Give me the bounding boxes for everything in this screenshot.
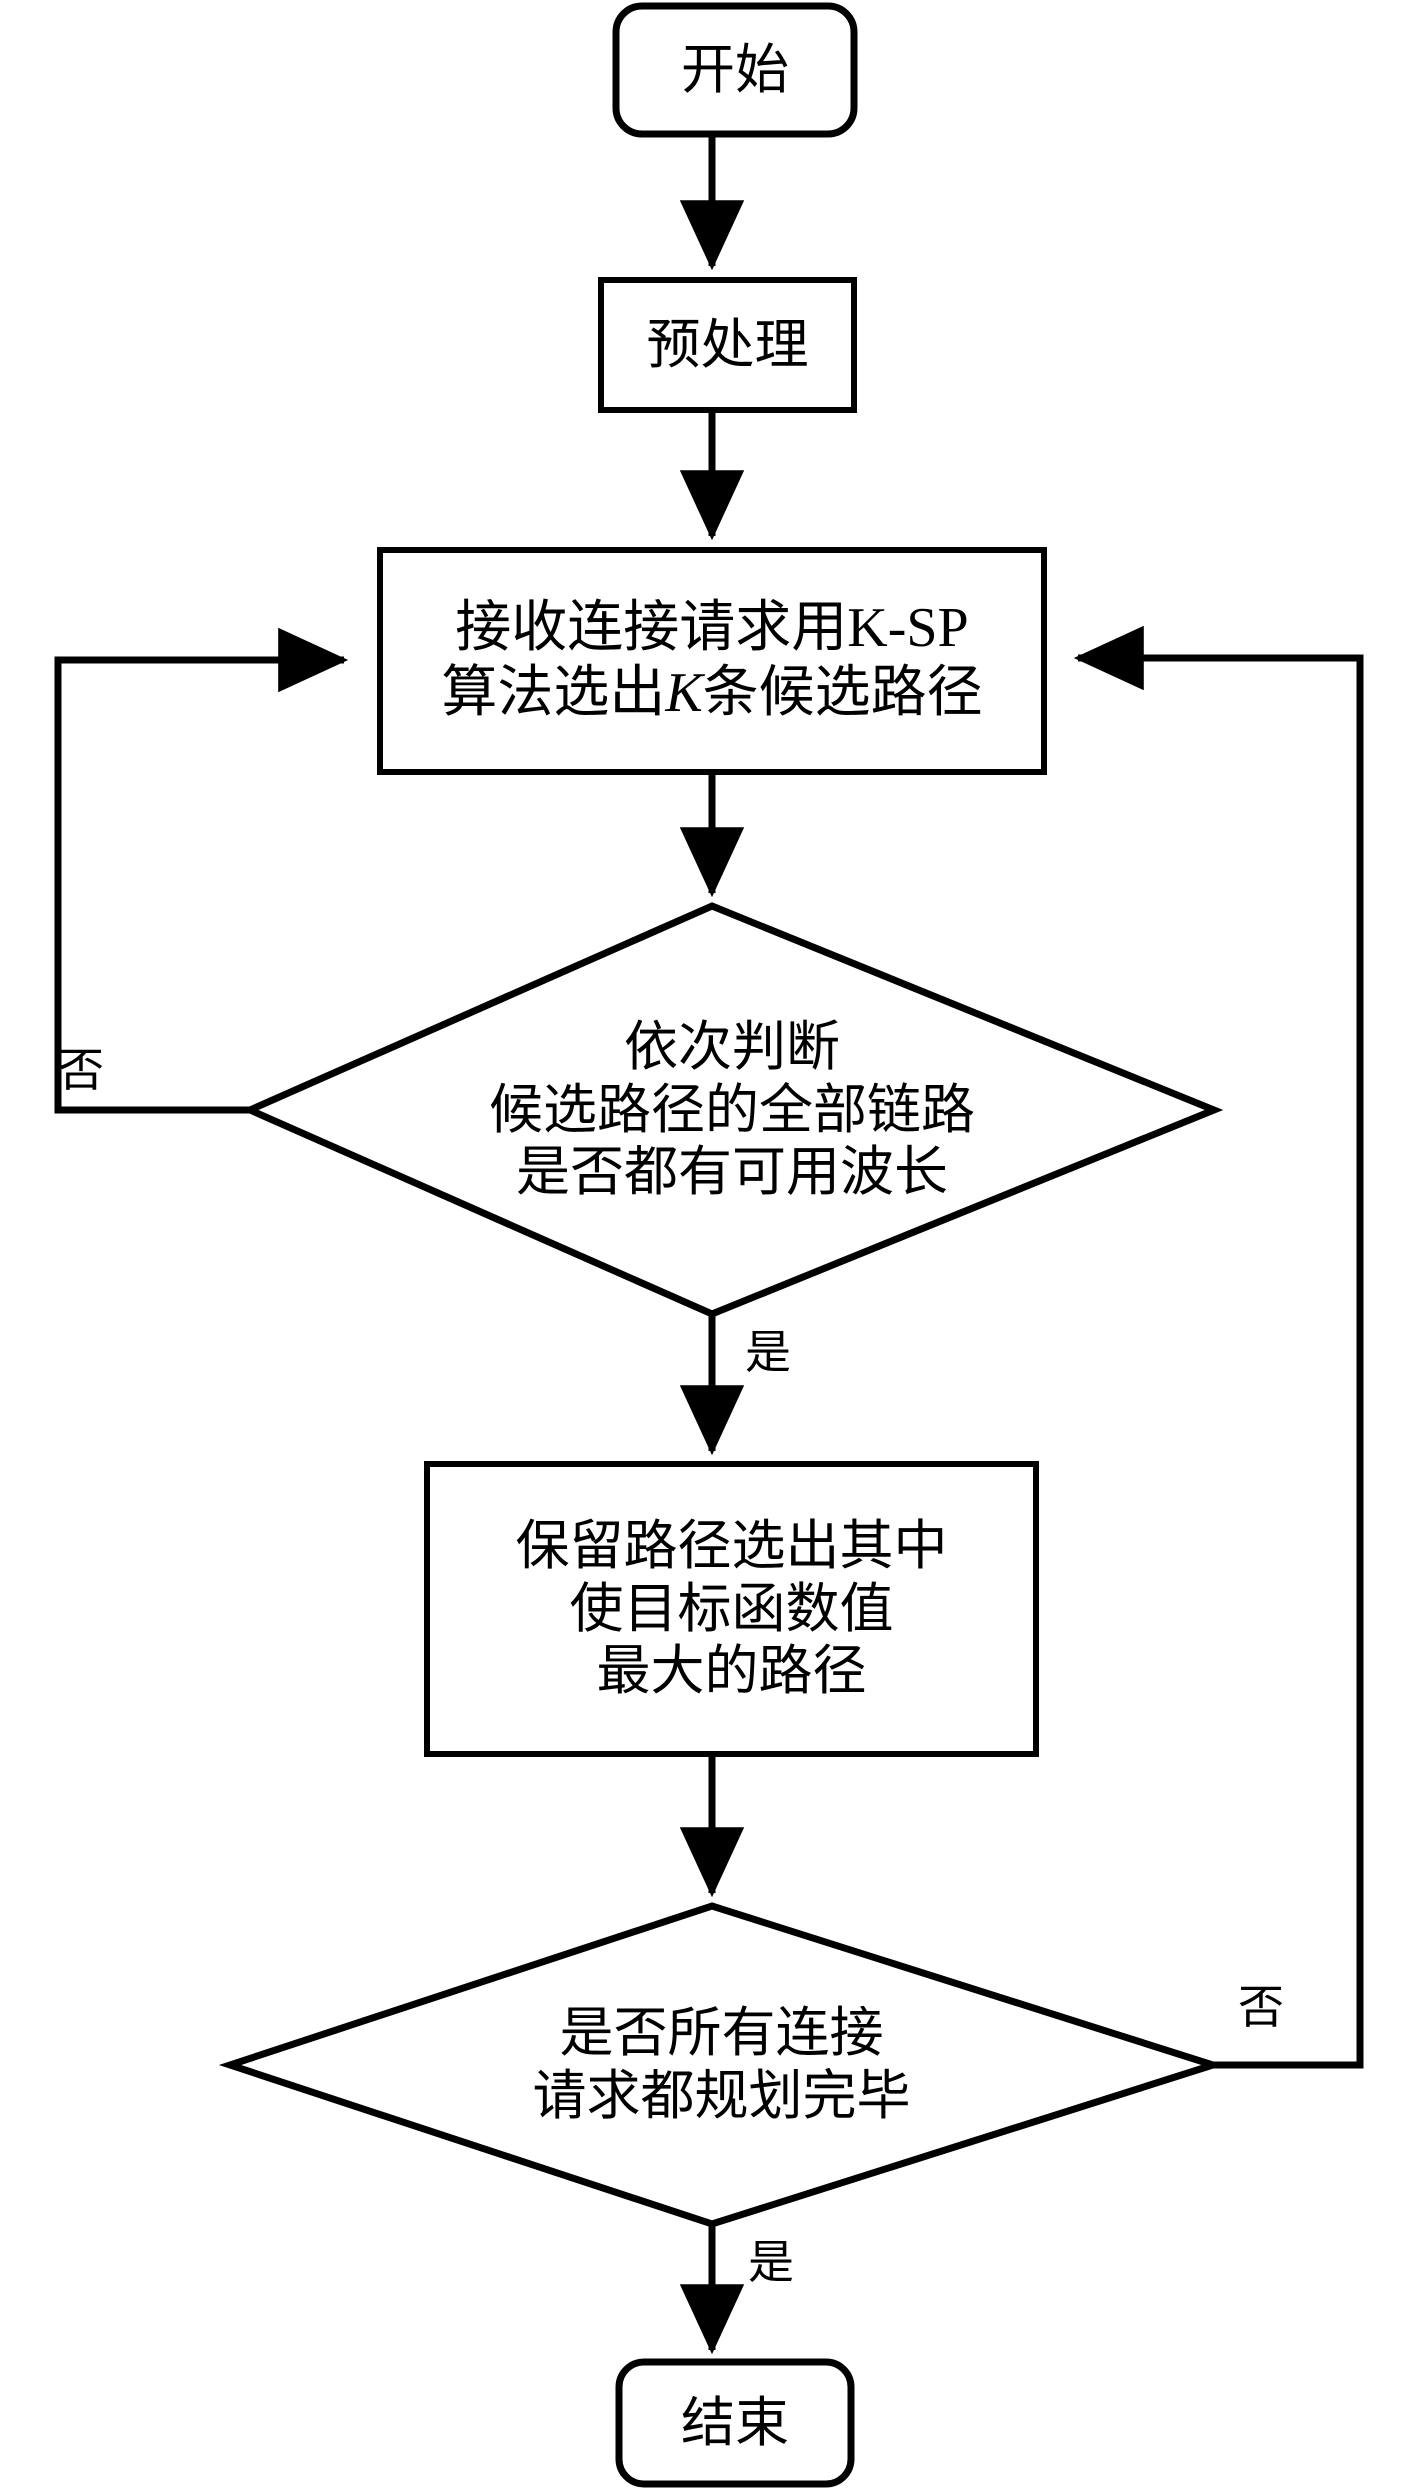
node-shape-start[interactable]: [612, 2, 858, 138]
node-shape-preprocess[interactable]: [598, 277, 857, 413]
edge-label-no-right: 否: [1238, 1982, 1284, 2033]
node-shape-ksp[interactable]: [377, 547, 1047, 775]
edge-label-no-left: 否: [58, 1045, 104, 1096]
edge-label-yes-middle: 是: [745, 1327, 791, 1378]
edge-decision-wavelength-no-loop: [54, 627, 349, 1114]
node-shape-decision-all-done[interactable]: [218, 1902, 1225, 2228]
node-shape-decision-wavelength[interactable]: [241, 902, 1224, 1318]
node-shape-end[interactable]: [615, 2358, 855, 2488]
edge-decision-all-done-no-loop: [1073, 625, 1364, 2069]
edge-label-yes-bottom: 是: [748, 2237, 794, 2288]
node-shape-keep-path[interactable]: [424, 1461, 1039, 1757]
